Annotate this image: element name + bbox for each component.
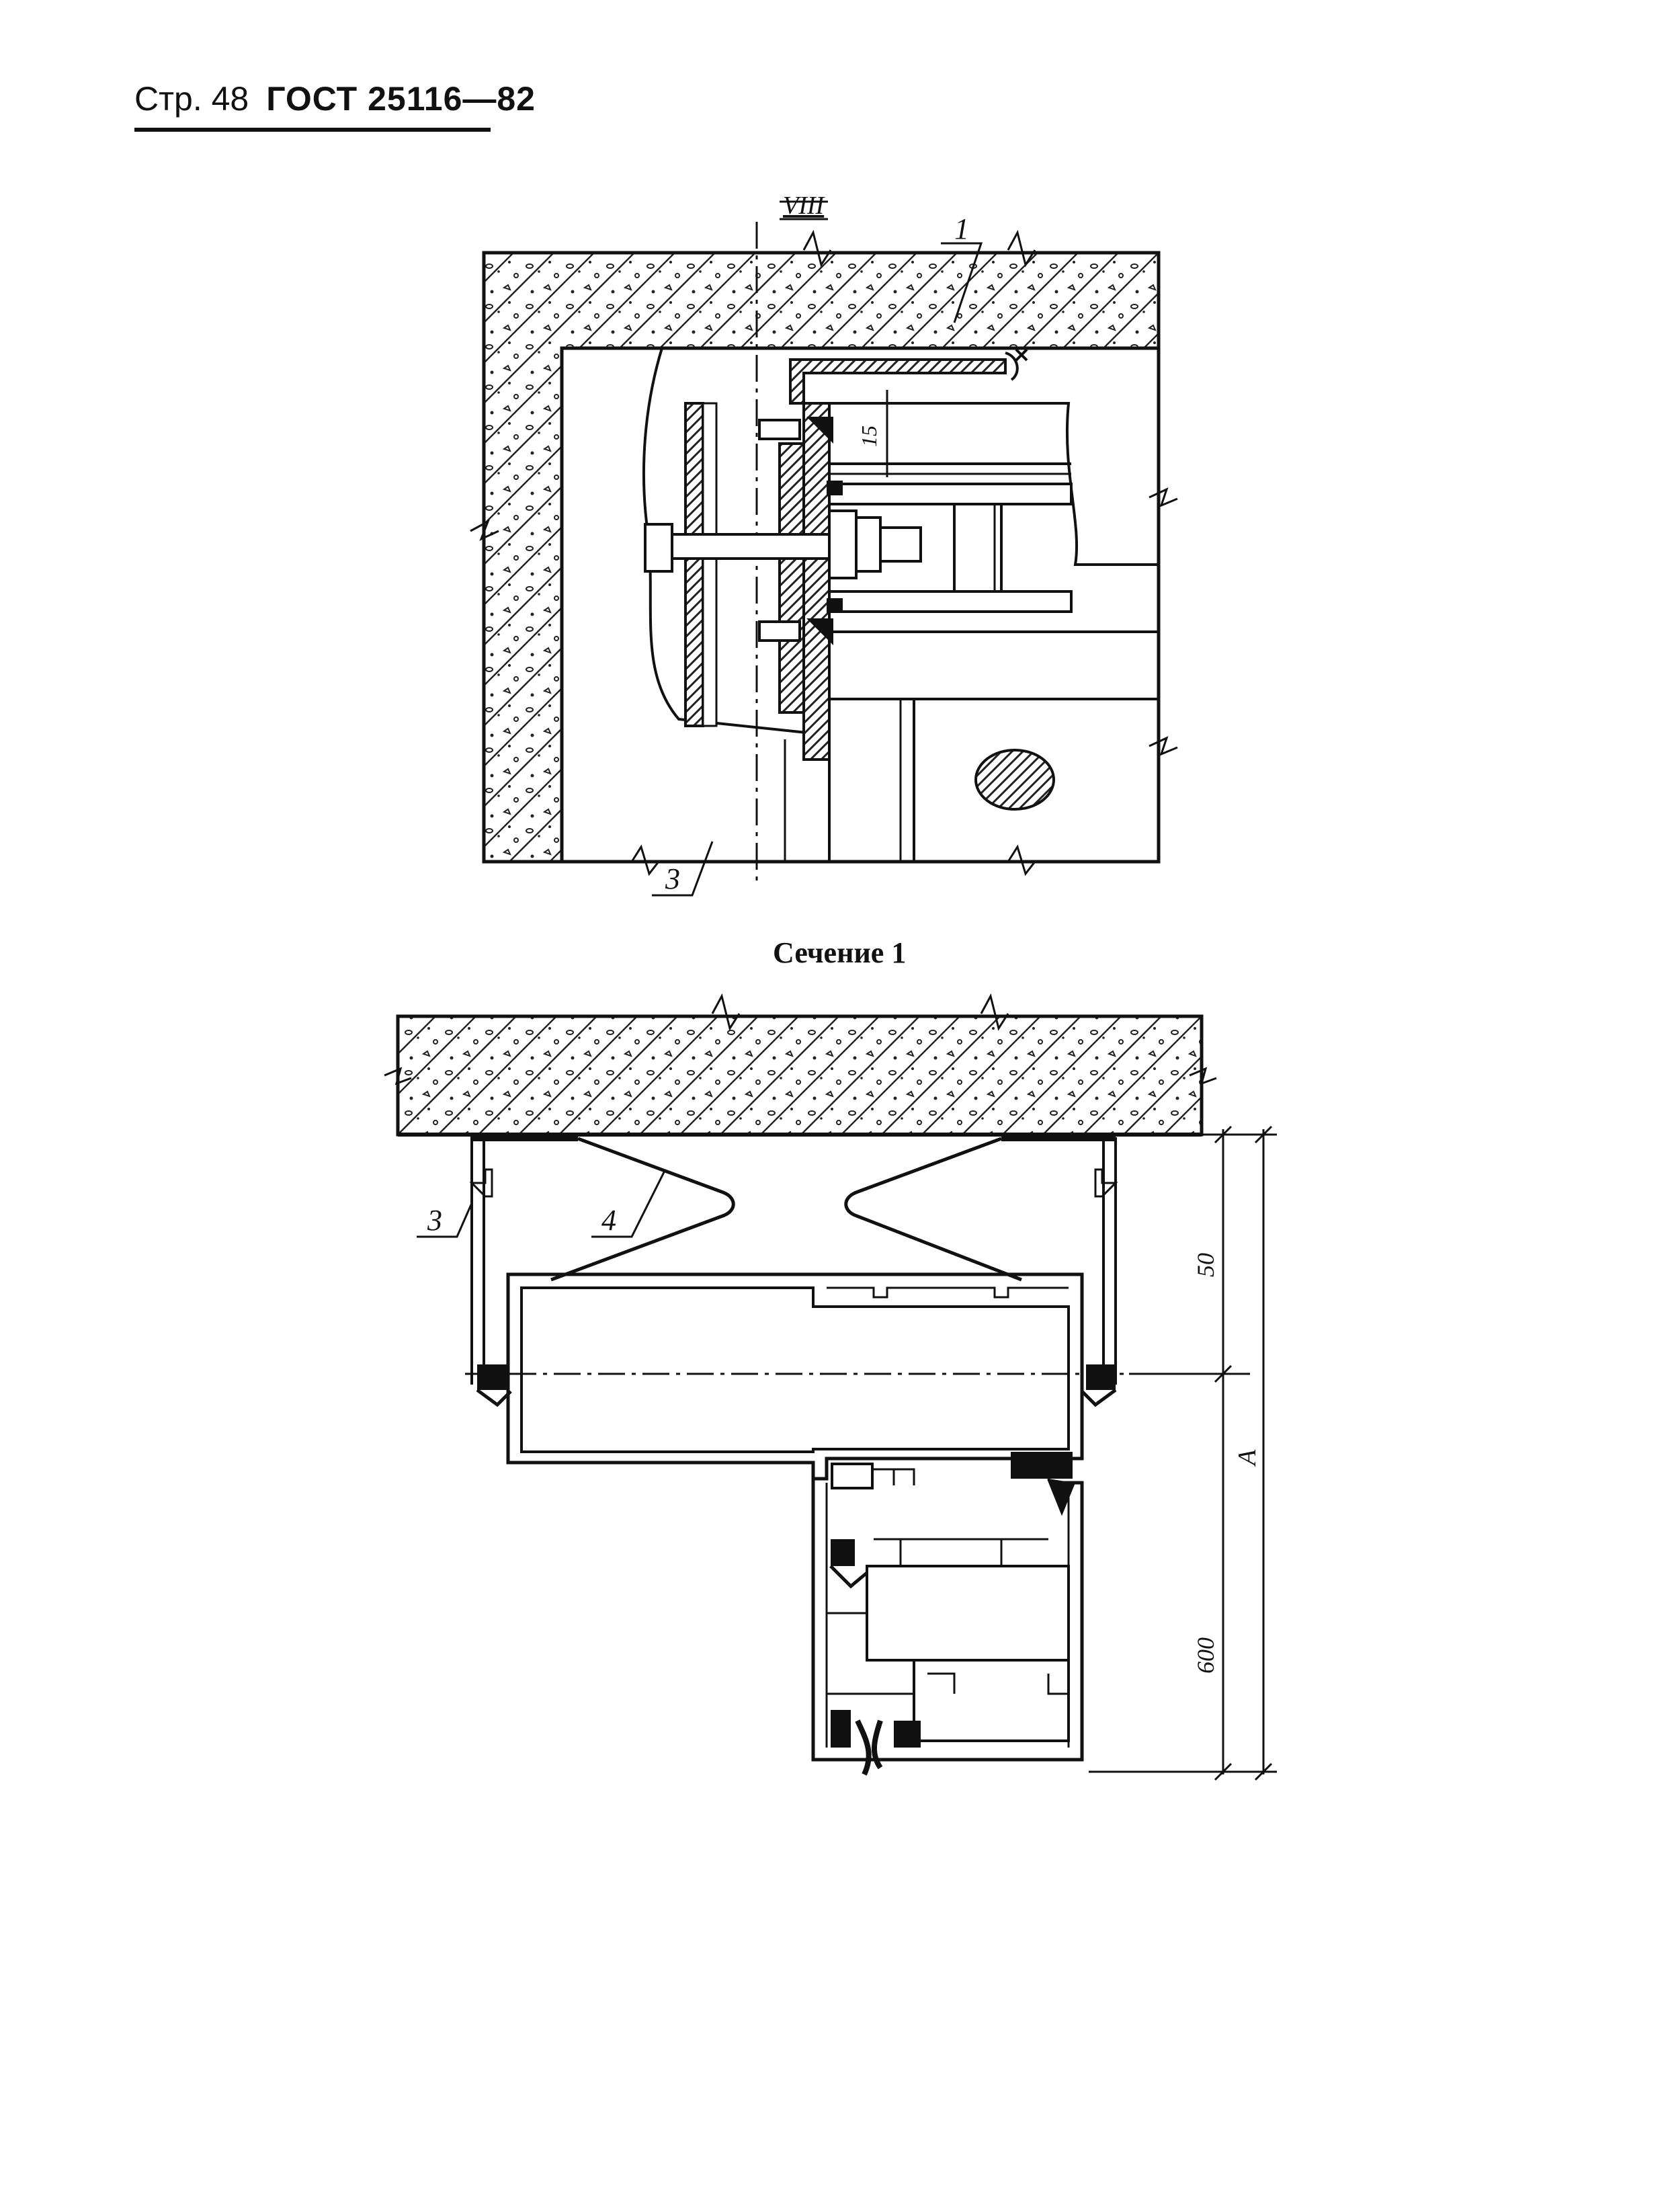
page-header: Стр. 48 ГОСТ 25116—82 — [134, 79, 536, 118]
section-title: Сечение 1 — [773, 936, 907, 969]
spring-clip — [550, 1137, 735, 1282]
standard-number: ГОСТ 25116—82 — [266, 80, 536, 118]
channel-profile — [470, 1137, 1117, 1385]
dim-600: 600 — [1192, 1637, 1219, 1674]
concrete-slab — [396, 1014, 1204, 1137]
view-label: VIII — [783, 192, 826, 220]
mullion-profile — [506, 1272, 1084, 1481]
top-figure: VIII 1 3 15 — [470, 192, 1178, 897]
bottom-figure: 50 A 600 3 4 — [384, 993, 1277, 1781]
angle-bracket — [789, 358, 1007, 405]
sash-profile — [811, 1463, 1084, 1762]
callout-1: 1 — [954, 212, 969, 245]
callout-3-bottom: 3 — [427, 1204, 442, 1237]
dim-15: 15 — [857, 425, 881, 447]
page-number: Стр. 48 — [134, 80, 249, 118]
callout-3-top: 3 — [665, 862, 680, 895]
header-rule — [134, 128, 491, 132]
dim-A: A — [1233, 1449, 1261, 1467]
dim-50: 50 — [1192, 1253, 1219, 1277]
glass-section — [974, 749, 1055, 811]
callout-4: 4 — [601, 1204, 616, 1237]
